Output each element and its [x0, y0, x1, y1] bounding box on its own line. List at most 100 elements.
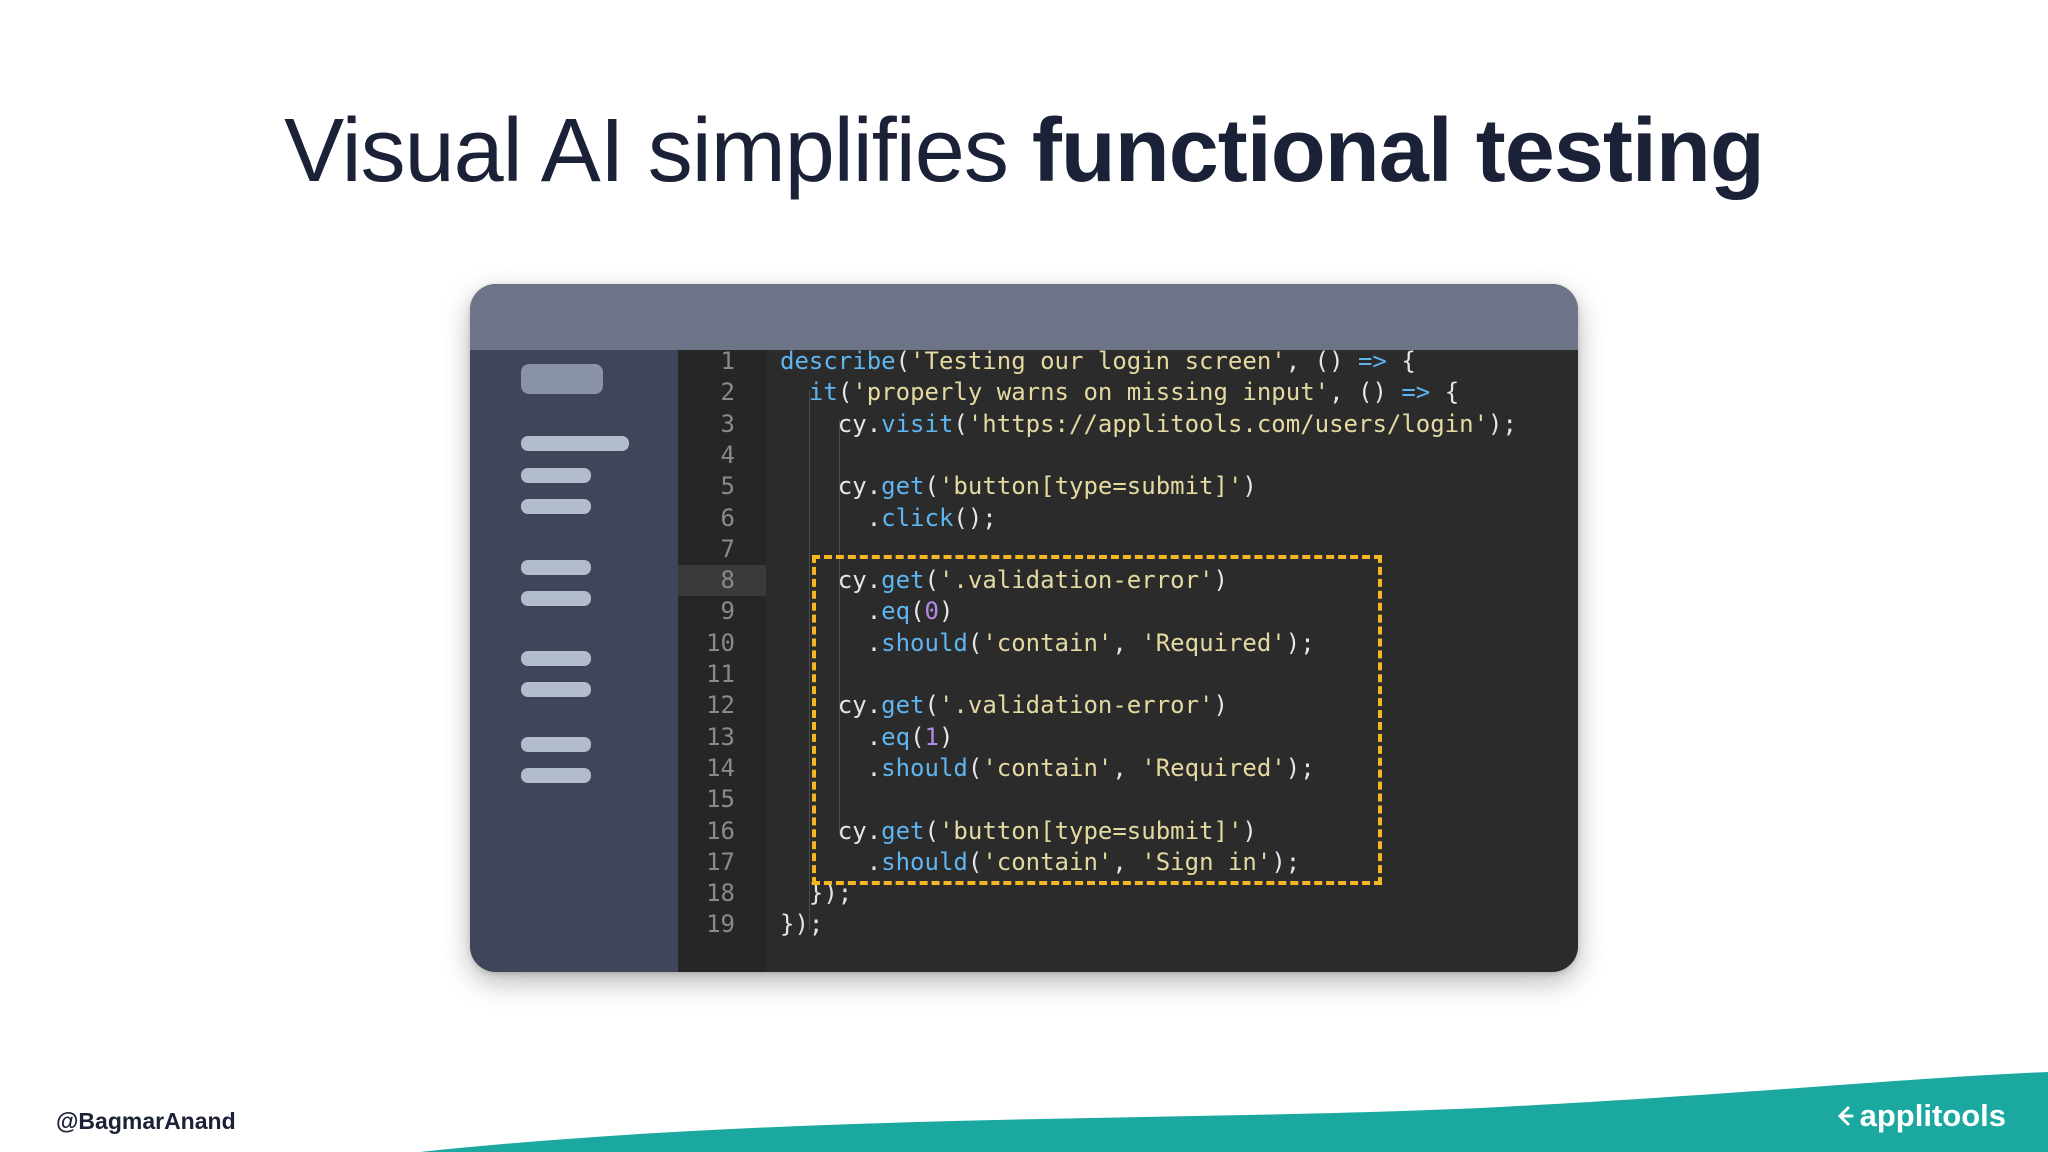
code-token: .	[780, 503, 882, 532]
code-line[interactable]: 3 cy.visit('https://applitools.com/users…	[678, 409, 1578, 440]
line-number: 19	[706, 910, 735, 939]
code-token: should	[881, 847, 968, 876]
code-token: (	[967, 628, 983, 657]
line-code: it('properly warns on missing input', ()…	[780, 377, 1459, 408]
code-line[interactable]: 11	[678, 659, 1578, 690]
current-line-marker	[678, 565, 766, 597]
code-token: '.validation-error'	[938, 691, 1214, 720]
code-token: .	[780, 847, 882, 876]
code-token: 0	[924, 597, 939, 626]
indent-guide	[839, 420, 840, 835]
code-token: cy.	[780, 816, 882, 845]
code-line[interactable]: 9 .eq(0)	[678, 596, 1578, 627]
code-line[interactable]: 1 describe('Testing our login screen', ()…	[678, 350, 1578, 377]
code-token: , ()	[1329, 378, 1402, 407]
slide-title-light: Visual AI simplifies	[284, 101, 1032, 201]
code-token: )	[1242, 816, 1257, 845]
code-line[interactable]: 5 cy.get('button[type=submit]')	[678, 471, 1578, 502]
code-token: {	[1386, 350, 1416, 375]
line-number: 14	[706, 753, 735, 782]
code-token: (	[924, 472, 939, 501]
code-token: 'contain'	[982, 753, 1113, 782]
code-token: visit	[881, 409, 954, 438]
code-line[interactable]: 10 .should('contain', 'Required');	[678, 628, 1578, 659]
code-line[interactable]: 8 cy.get('.validation-error')	[678, 565, 1578, 597]
line-code: cy.get('.validation-error')	[780, 565, 1228, 596]
line-number: 17	[706, 847, 735, 876]
code-line[interactable]: 16 cy.get('button[type=submit]')	[678, 816, 1578, 847]
code-line[interactable]: 7	[678, 534, 1578, 565]
code-token: 1	[924, 722, 939, 751]
code-token: get	[881, 472, 925, 501]
code-token: 'Required'	[1141, 628, 1286, 657]
code-token	[780, 378, 809, 406]
sidebar-logo-placeholder	[521, 364, 603, 394]
line-number: 3	[720, 409, 735, 438]
code-token: (	[967, 847, 983, 876]
code-token: .	[780, 722, 882, 751]
code-token: 'Required'	[1141, 753, 1286, 782]
code-token: click	[881, 503, 954, 532]
line-code: cy.get('button[type=submit]')	[780, 471, 1257, 502]
line-code: });	[780, 909, 823, 940]
code-token: should	[881, 628, 968, 657]
code-token: (	[953, 409, 968, 438]
code-line[interactable]: 19});	[678, 909, 1578, 940]
code-token: (	[967, 753, 983, 782]
code-line[interactable]: 4	[678, 440, 1578, 471]
sidebar-line	[521, 560, 591, 575]
sidebar-line	[521, 768, 591, 783]
code-token: .	[780, 628, 882, 657]
code-token: });	[780, 910, 824, 939]
code-token: 'properly warns on missing input'	[852, 378, 1330, 407]
code-line[interactable]: 2 it('properly warns on missing input', …	[678, 377, 1578, 408]
code-token: , ()	[1285, 350, 1358, 375]
indent-guide	[809, 390, 810, 930]
line-number: 6	[720, 503, 735, 532]
code-token: 'Testing our login screen'	[910, 350, 1286, 375]
window-sidebar	[470, 350, 678, 972]
line-code: cy.visit('https://applitools.com/users/l…	[780, 409, 1517, 440]
line-number: 7	[720, 534, 735, 563]
line-number: 5	[720, 472, 735, 501]
code-token: get	[881, 566, 925, 595]
code-line[interactable]: 12 cy.get('.validation-error')	[678, 690, 1578, 721]
sidebar-line	[521, 591, 591, 606]
code-token: {	[1430, 378, 1460, 407]
code-line[interactable]: 14 .should('contain', 'Required');	[678, 753, 1578, 784]
sidebar-line	[521, 651, 591, 666]
code-token: ,	[1112, 847, 1142, 876]
applitools-logo-icon	[1837, 1106, 1854, 1126]
code-token: )	[1213, 566, 1228, 595]
code-token: cy.	[780, 566, 882, 595]
brand-logo: applitools	[1834, 1098, 2006, 1134]
line-number: 12	[706, 691, 735, 720]
line-number: 10	[706, 628, 735, 657]
code-token: .	[780, 597, 882, 626]
code-token: (	[895, 350, 911, 375]
line-number: 1	[720, 350, 735, 375]
code-token: eq	[881, 597, 911, 626]
code-token: =>	[1357, 350, 1387, 375]
line-number: 15	[706, 785, 735, 814]
code-token: (	[924, 691, 939, 720]
code-line[interactable]: 6 .click();	[678, 503, 1578, 534]
line-number-gutter	[678, 350, 766, 972]
code-token: )	[1242, 472, 1257, 501]
line-number: 9	[720, 597, 735, 626]
line-code: cy.get('button[type=submit]')	[780, 816, 1257, 847]
window-titlebar	[470, 284, 1578, 350]
code-token: 'https://applitools.com/users/login'	[967, 409, 1489, 438]
line-code: .should('contain', 'Required');	[780, 753, 1315, 784]
code-token: ();	[953, 503, 997, 532]
sidebar-line	[521, 468, 591, 483]
line-code: .should('contain', 'Sign in');	[780, 847, 1301, 878]
code-token: 'button[type=submit]'	[938, 472, 1243, 501]
code-token: should	[881, 753, 968, 782]
code-token: cy.	[780, 472, 882, 501]
code-line[interactable]: 13 .eq(1)	[678, 722, 1578, 753]
line-code: describe('Testing our login screen', () …	[780, 350, 1416, 377]
code-line[interactable]: 17 .should('contain', 'Sign in');	[678, 847, 1578, 878]
code-line[interactable]: 15	[678, 784, 1578, 815]
code-token: ,	[1112, 628, 1142, 657]
